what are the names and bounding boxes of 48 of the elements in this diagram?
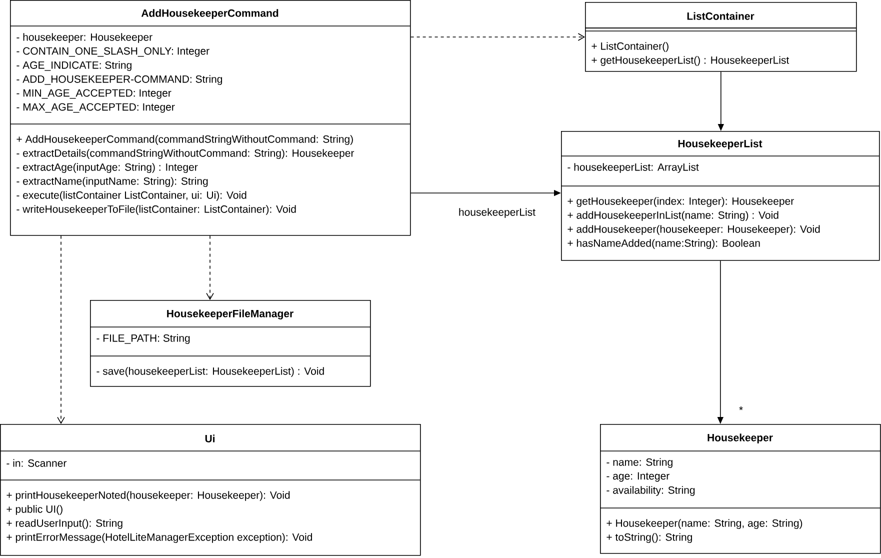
class-box xyxy=(90,300,371,387)
class-box xyxy=(600,424,881,554)
dependency-arrow xyxy=(206,235,214,300)
attribute-text: - FILE_PATH: String xyxy=(96,334,190,344)
method-text: + hasNameAdded(name:String): Boolean xyxy=(568,239,760,249)
method-text: + getHousekeeperList() : HousekeeperList xyxy=(592,56,790,66)
method-text: - writeHousekeeperToFile(listContainer: ListContainer): Void xyxy=(16,205,296,215)
method-text: + toString(): String xyxy=(606,533,692,543)
method-text: - save(housekeeperList: HousekeeperList) : Void xyxy=(96,367,324,377)
method-text: + printErrorMessage(HotelLiteManagerException exception): Void xyxy=(6,533,312,543)
method-text: + addHousekeeperInList(name: String) : Void xyxy=(568,211,778,221)
attribute-text: - MIN_AGE_ACCEPTED: Integer xyxy=(16,89,172,99)
attribute-text: - MAX_AGE_ACCEPTED: Integer xyxy=(16,103,175,113)
edge-label: housekeeperList xyxy=(459,208,536,218)
class-name: HousekeeperFileManager xyxy=(167,310,294,320)
method-text: + readUserInput(): String xyxy=(6,519,122,529)
attribute-text: - in: Scanner xyxy=(6,459,67,467)
attribute-text: - age: Integer xyxy=(606,472,670,482)
method-text: + getHousekeeper(index: Integer): Housekeeper xyxy=(568,197,794,207)
dependency-arrow xyxy=(410,33,585,41)
method-text: + addHousekeeper(housekeeper: Housekeeper): Void xyxy=(568,225,820,235)
method-text: + ListContainer() xyxy=(592,42,668,52)
method-text: + printHousekeeperNoted(housekeeper: Housekeeper): Void xyxy=(6,491,290,501)
attribute-text: - housekeeperList: ArrayList xyxy=(568,163,699,173)
method-text: - execute(listContainer ListContainer, ui: Ui): Void xyxy=(16,191,246,201)
attribute-text: - availability: String xyxy=(606,486,695,496)
method-text: + public UI() xyxy=(6,505,62,515)
class-box xyxy=(560,131,880,261)
attribute-text: - ADD_HOUSEKEEPER-COMMAND: String xyxy=(16,75,222,85)
class-name: Ui xyxy=(205,434,215,442)
dependency-arrow xyxy=(57,235,65,424)
class-name: ListContainer xyxy=(687,12,754,20)
attribute-text: - CONTAIN_ONE_SLASH_ONLY: Integer xyxy=(16,47,210,57)
class-box xyxy=(0,424,421,556)
attribute-text: - housekeeper: Housekeeper xyxy=(16,33,152,43)
class-box xyxy=(10,0,411,236)
edge-label: * xyxy=(739,406,743,410)
class-box xyxy=(584,2,857,72)
method-text: + AddHousekeeperCommand(commandStringWithoutCommand: String) xyxy=(16,135,353,145)
attribute-text: - name: String xyxy=(606,458,672,468)
method-text: - extractName(inputName: String): String xyxy=(16,177,208,187)
class-name: AddHousekeeperCommand xyxy=(141,9,278,19)
method-text: - extractAge(inputAge: String) : Integer xyxy=(16,163,198,173)
method-text: - extractDetails(commandStringWithoutCommand: String): Housekeeper xyxy=(16,149,354,159)
attribute-text: - AGE_INDICATE: String xyxy=(16,61,132,71)
class-name: HousekeeperList xyxy=(678,140,762,150)
method-text: + Housekeeper(name: String, age: String) xyxy=(606,519,802,529)
class-name: Housekeeper xyxy=(708,434,773,444)
